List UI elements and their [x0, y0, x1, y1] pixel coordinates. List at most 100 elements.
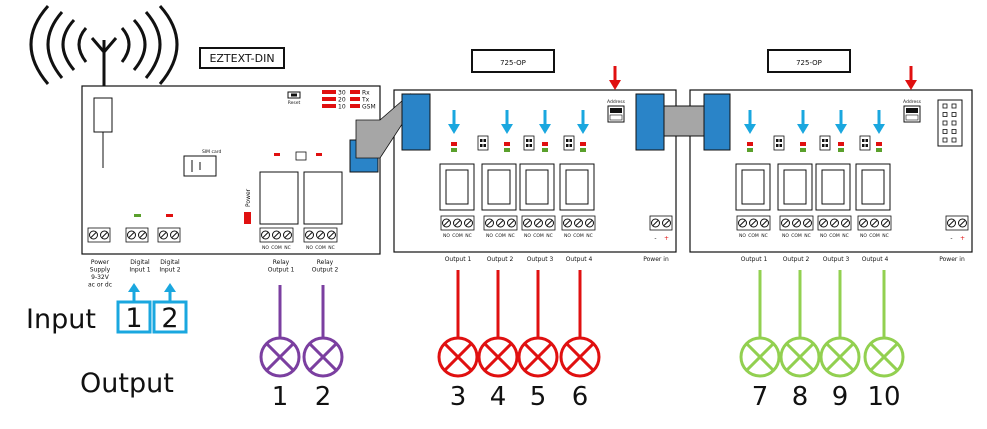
op-term-label: NO — [739, 233, 746, 239]
op-term-label: NC — [586, 233, 593, 239]
relay-term-label: COM — [271, 245, 282, 251]
jumper-block — [523, 135, 535, 151]
power-in-label: Power in — [643, 256, 669, 263]
output-arrow-3 — [835, 110, 847, 134]
ribbon-cable-2 — [635, 93, 731, 151]
ribbon-cable-1 — [349, 93, 431, 173]
lamp-number-3: 3 — [450, 382, 467, 412]
term-minus-label: - — [654, 235, 656, 242]
status-label-tx: Tx — [361, 97, 370, 104]
lamp-number-6: 6 — [572, 382, 589, 412]
op-output-terminal-2 — [483, 215, 518, 231]
op-term-label: COM — [452, 233, 463, 239]
output-arrow-1 — [448, 110, 460, 134]
op-term-label: NO — [782, 233, 789, 239]
input-arrows — [128, 283, 176, 302]
output-arrow-4 — [873, 110, 885, 134]
jumper-block — [819, 135, 831, 151]
sim-label: SIM card — [202, 149, 221, 155]
relay-term-label: NC — [328, 245, 335, 251]
op-term-label: NO — [524, 233, 531, 239]
input2-terminal — [157, 227, 181, 243]
term-minus-label: - — [950, 235, 952, 242]
address-arrow — [905, 66, 917, 90]
io-legend: Input 1 2 Output — [26, 283, 188, 399]
op-title-box — [767, 49, 851, 73]
input-number-2: 2 — [161, 303, 178, 334]
output-label: Output — [80, 368, 174, 399]
reset-label: Reset — [288, 100, 301, 106]
lamp-number-4: 4 — [490, 382, 507, 412]
address-label: Address — [903, 99, 922, 105]
power-label: Power — [245, 188, 252, 207]
eztext-board-outline — [81, 85, 381, 255]
output-label-3: Output 3 — [527, 256, 554, 263]
relay-term-label: NO — [262, 245, 269, 251]
output-arrow-1 — [744, 110, 756, 134]
antenna-module — [93, 97, 113, 133]
op-term-label: NC — [465, 233, 472, 239]
bottom-label: Input 1 — [129, 267, 150, 274]
output-label-3: Output 3 — [823, 256, 850, 263]
jumper-block — [773, 135, 785, 151]
bottom-label: Digital — [130, 259, 150, 266]
op-term-label: COM — [829, 233, 840, 239]
bottom-label: 9-32V — [91, 274, 110, 281]
power-in-label: Power in — [939, 256, 965, 263]
op-term-label: NC — [882, 233, 889, 239]
main-relay-2 — [303, 171, 343, 225]
term-plus-label: + — [960, 235, 965, 242]
op-title-box — [471, 49, 555, 73]
input1-terminal — [125, 227, 149, 243]
bottom-label: Supply — [90, 267, 111, 274]
op-term-label: COM — [869, 233, 880, 239]
status-label-gsm: GSM — [362, 104, 376, 111]
op-output-terminal-4 — [561, 215, 596, 231]
bottom-label: Relay — [317, 259, 334, 266]
op-term-label: NC — [761, 233, 768, 239]
eztext-din-board: EZTEXT-DIN Reset 30 20 10 Rx Tx GSM SIM … — [81, 47, 381, 289]
relay2-terminal — [303, 227, 338, 243]
output-arrow-2 — [797, 110, 809, 134]
input-label: Input — [26, 304, 96, 335]
op-output-terminal-3 — [817, 215, 852, 231]
lamp-number-2: 2 — [315, 382, 332, 412]
output-label-2: Output 2 — [487, 256, 514, 263]
op-term-label: NO — [486, 233, 493, 239]
bottom-label: Relay — [273, 259, 290, 266]
address-label: Address — [607, 99, 626, 105]
op-title: 725-OP — [796, 59, 822, 67]
relay1-terminal — [259, 227, 294, 243]
op-term-label: NO — [860, 233, 867, 239]
relay-term-label: NC — [284, 245, 291, 251]
lamp-number-7: 7 — [752, 382, 769, 412]
op-output-terminal-1 — [736, 215, 771, 231]
jumper-block — [477, 135, 489, 151]
op-output-terminal-1 — [440, 215, 475, 231]
op-power-terminal — [649, 215, 673, 231]
output-label-4: Output 4 — [862, 256, 889, 263]
eztext-title: EZTEXT-DIN — [209, 52, 274, 65]
op-term-label: COM — [748, 233, 759, 239]
relay-term-label: NO — [306, 245, 313, 251]
lamp-number-8: 8 — [792, 382, 809, 412]
output-arrow-2 — [501, 110, 513, 134]
op-title: 725-OP — [500, 59, 526, 67]
led-label-20: 20 — [338, 97, 346, 104]
output-label-1: Output 1 — [741, 256, 768, 263]
op-term-label: COM — [533, 233, 544, 239]
bottom-label: ac or dc — [88, 282, 112, 289]
power-terminal — [87, 227, 111, 243]
pin-header — [937, 99, 963, 147]
op-term-label: NO — [564, 233, 571, 239]
op-term-label: NO — [443, 233, 450, 239]
main-relay-1 — [259, 171, 299, 225]
bottom-label: Output 1 — [268, 267, 295, 274]
output-arrow-4 — [577, 110, 589, 134]
